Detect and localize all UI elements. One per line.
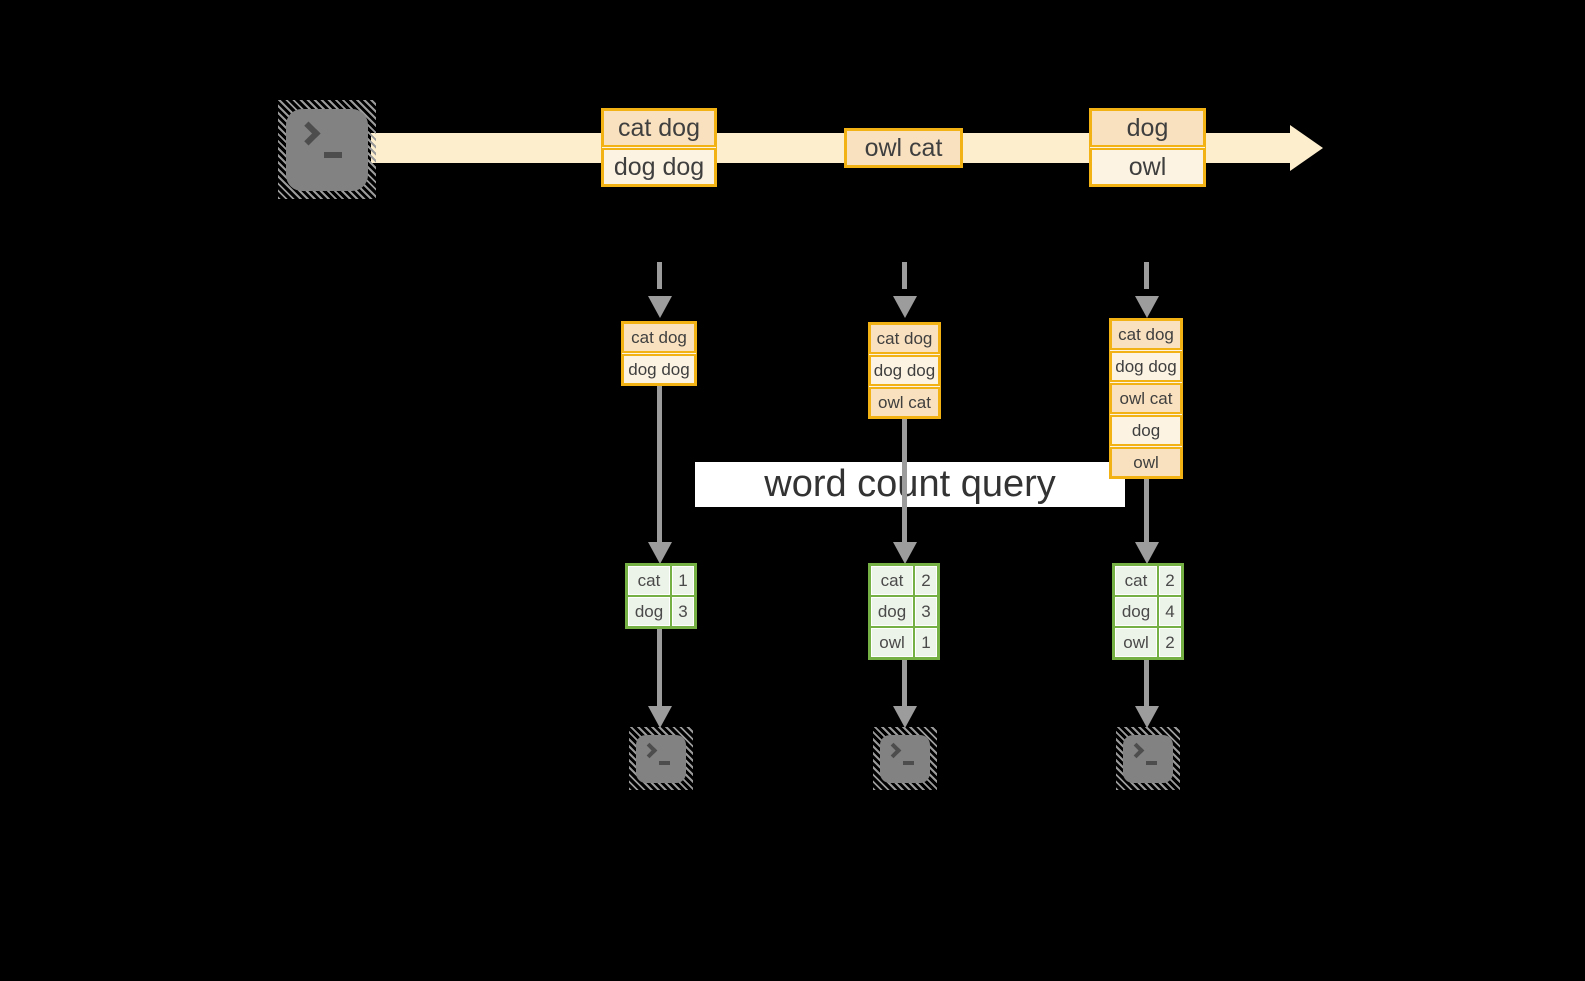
- sink-terminal: [873, 727, 937, 790]
- arrow-shaft: [657, 386, 662, 542]
- stream-event-line: dog dog: [602, 148, 716, 186]
- terminal-prompt-icon: [1123, 734, 1173, 783]
- terminal-prompt-icon: [636, 734, 686, 783]
- underscore-cursor-icon: [1146, 760, 1157, 765]
- window-record: owl cat: [869, 387, 940, 418]
- word-cell: dog: [1115, 597, 1157, 626]
- chevron-right-icon: [641, 742, 658, 758]
- count-cell: 2: [1159, 628, 1181, 657]
- underscore-cursor-icon: [324, 151, 342, 158]
- arrowhead: [648, 542, 672, 564]
- chevron-right-icon: [1128, 742, 1145, 758]
- count-cell: 3: [915, 597, 937, 626]
- dashed-arrowhead: [1135, 296, 1159, 318]
- stream-event-line: cat dog: [602, 109, 716, 147]
- arrow-shaft: [902, 660, 907, 706]
- window-record: owl: [1110, 447, 1182, 478]
- dashed-arrowhead: [893, 296, 917, 318]
- sink-terminal: [1116, 727, 1180, 790]
- window-record: owl cat: [1110, 383, 1182, 414]
- stream-event-line: owl cat: [845, 129, 962, 167]
- arrowhead: [893, 706, 917, 728]
- sink-terminal: [629, 727, 693, 790]
- chevron-right-icon: [296, 120, 321, 146]
- word-count-table: cat 2 dog 3 owl 1: [868, 563, 940, 660]
- arrow-shaft: [1144, 479, 1149, 542]
- window-record: cat dog: [622, 322, 696, 353]
- word-cell: owl: [871, 628, 913, 657]
- stream-event: owl cat: [844, 128, 963, 168]
- word-cell: cat: [628, 566, 670, 595]
- query-banner: word count query: [695, 462, 1125, 507]
- input-stream-arrowhead: [1290, 125, 1323, 171]
- window-record: dog dog: [622, 354, 696, 385]
- count-cell: 1: [672, 566, 694, 595]
- dashed-arrow-shaft: [902, 262, 907, 296]
- underscore-cursor-icon: [659, 760, 670, 765]
- count-cell: 3: [672, 597, 694, 626]
- word-cell: dog: [628, 597, 670, 626]
- terminal-prompt-icon: [880, 734, 930, 783]
- count-cell: 1: [915, 628, 937, 657]
- arrowhead: [1135, 706, 1159, 728]
- window-buffer: cat dog dog dog: [621, 321, 697, 386]
- arrowhead: [1135, 542, 1159, 564]
- window-buffer: cat dog dog dog owl cat dog owl: [1109, 318, 1183, 479]
- dashed-arrow-shaft: [657, 262, 662, 296]
- window-buffer: cat dog dog dog owl cat: [868, 322, 941, 419]
- count-cell: 2: [1159, 566, 1181, 595]
- terminal-prompt-icon: [286, 108, 368, 191]
- word-cell: owl: [1115, 628, 1157, 657]
- word-cell: cat: [1115, 566, 1157, 595]
- dashed-arrowhead: [648, 296, 672, 318]
- window-record: cat dog: [869, 323, 940, 354]
- word-cell: cat: [871, 566, 913, 595]
- window-record: cat dog: [1110, 319, 1182, 350]
- window-record: dog dog: [1110, 351, 1182, 382]
- dashed-arrow-shaft: [1144, 262, 1149, 296]
- arrow-shaft: [1144, 660, 1149, 706]
- count-cell: 2: [915, 566, 937, 595]
- window-record: dog: [1110, 415, 1182, 446]
- word-cell: dog: [871, 597, 913, 626]
- stream-event-line: owl: [1090, 148, 1205, 186]
- source-terminal: [278, 100, 376, 199]
- arrowhead: [648, 706, 672, 728]
- query-label: word count query: [764, 463, 1056, 505]
- underscore-cursor-icon: [903, 760, 914, 765]
- arrowhead: [893, 542, 917, 564]
- arrow-shaft: [657, 629, 662, 706]
- stream-event: dog owl: [1089, 108, 1206, 187]
- chevron-right-icon: [885, 742, 902, 758]
- word-count-table: cat 2 dog 4 owl 2: [1112, 563, 1184, 660]
- stream-event: cat dog dog dog: [601, 108, 717, 187]
- word-count-table: cat 1 dog 3: [625, 563, 697, 629]
- window-record: dog dog: [869, 355, 940, 386]
- stream-event-line: dog: [1090, 109, 1205, 147]
- arrow-shaft: [902, 419, 907, 542]
- count-cell: 4: [1159, 597, 1181, 626]
